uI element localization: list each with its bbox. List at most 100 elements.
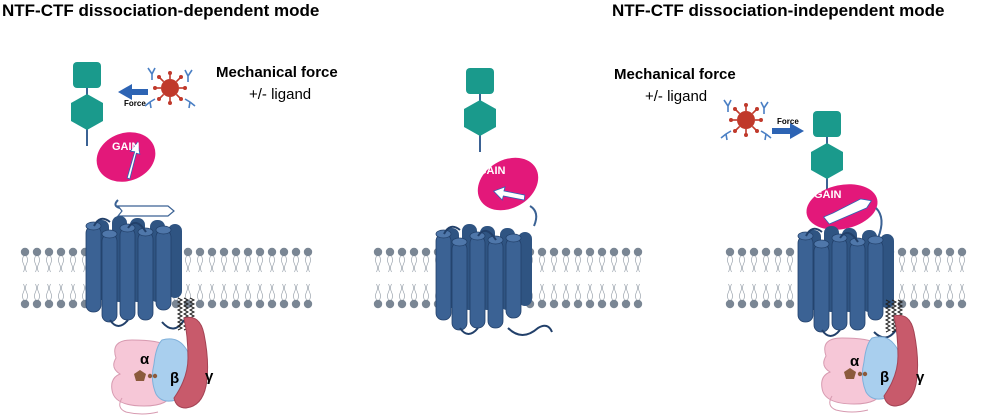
alpha-label-1: α xyxy=(140,351,150,368)
lipid-head-bottom xyxy=(537,283,547,309)
ligand-label-right: +/- ligand xyxy=(645,88,708,105)
lipid-head-top xyxy=(749,247,759,273)
panel-dissociation-dependent: GAIN Force α β γ xyxy=(70,61,214,415)
lipid-head-bottom xyxy=(573,283,583,309)
lipid-head-top xyxy=(785,247,795,273)
lipid-head-bottom xyxy=(385,283,395,309)
lipid-head-top xyxy=(761,247,771,273)
lipid-head-bottom xyxy=(409,283,419,309)
lipid-head-bottom xyxy=(633,283,643,309)
lipid-head-bottom xyxy=(957,283,967,309)
lipid-head-top xyxy=(207,247,217,273)
panel-dissociation-independent: Force GAIN α β γ xyxy=(720,99,925,413)
glycan-chain-3 xyxy=(810,110,844,196)
lipid-head-top xyxy=(291,247,301,273)
lipid-head-top xyxy=(573,247,583,273)
lipid-head-bottom xyxy=(749,283,759,309)
g-protein-1 xyxy=(111,316,209,415)
lipid-head-top xyxy=(44,247,54,273)
lipid-head-top xyxy=(219,247,229,273)
lipid-head-bottom xyxy=(421,283,431,309)
lipid-head-bottom xyxy=(621,283,631,309)
lipid-head-top xyxy=(561,247,571,273)
lipid-head-top xyxy=(621,247,631,273)
gain-domain-1 xyxy=(96,132,156,182)
lipid-head-top xyxy=(725,247,735,273)
lipid-head-bottom xyxy=(373,283,383,309)
lipid-head-top xyxy=(633,247,643,273)
lipid-head-top xyxy=(56,247,66,273)
lipid-head-top xyxy=(243,247,253,273)
lipid-head-bottom xyxy=(909,283,919,309)
lipid-head-bottom xyxy=(773,283,783,309)
lipid-head-top xyxy=(933,247,943,273)
lipid-head-top xyxy=(585,247,595,273)
glycan-chain-2 xyxy=(463,67,497,153)
lipid-head-top xyxy=(737,247,747,273)
beta-label-3: β xyxy=(880,369,889,386)
lipid-head-bottom xyxy=(561,283,571,309)
mechanical-force-label-right: Mechanical force xyxy=(614,66,736,83)
lipid-head-bottom xyxy=(291,283,301,309)
mechanical-force-label-left: Mechanical force xyxy=(216,64,338,81)
lipid-head-top xyxy=(195,247,205,273)
lipid-head-bottom xyxy=(44,283,54,309)
glycan-chain-1 xyxy=(70,61,104,147)
lipid-head-bottom xyxy=(255,283,265,309)
ligand-virus-3 xyxy=(720,99,772,141)
force-arrow-3: Force xyxy=(772,117,804,139)
lipid-head-bottom xyxy=(267,283,277,309)
lipid-head-bottom xyxy=(195,283,205,309)
lipid-head-bottom xyxy=(279,283,289,309)
lipid-head-bottom xyxy=(585,283,595,309)
lipid-head-top xyxy=(397,247,407,273)
lipid-head-bottom xyxy=(32,283,42,309)
lipid-head-bottom xyxy=(725,283,735,309)
stachel-peptide-1 xyxy=(116,205,175,217)
gain-label-3: GAIN xyxy=(814,189,842,201)
lipid-head-top xyxy=(897,247,907,273)
lipid-head-top xyxy=(597,247,607,273)
lipid-head-top xyxy=(68,247,78,273)
lipid-head-top xyxy=(409,247,419,273)
lipid-head-top xyxy=(909,247,919,273)
gain-label-1: GAIN xyxy=(112,141,140,153)
lipid-head-top xyxy=(549,247,559,273)
lipid-head-top xyxy=(609,247,619,273)
gain-domain-2 xyxy=(477,157,539,211)
lipid-head-bottom xyxy=(397,283,407,309)
lipid-head-top xyxy=(267,247,277,273)
gain-domain-3 xyxy=(806,184,878,230)
lipid-head-bottom xyxy=(549,283,559,309)
lipid-head-bottom xyxy=(183,283,193,309)
svg-text:GAIN: GAIN xyxy=(112,141,140,153)
gpcr-receptor-1 xyxy=(85,215,183,327)
svg-text:Force: Force xyxy=(124,99,146,108)
lipid-head-bottom xyxy=(761,283,771,309)
lipid-head-bottom xyxy=(243,283,253,309)
title-right: NTF-CTF dissociation-independent mode xyxy=(612,1,945,20)
lipid-head-bottom xyxy=(921,283,931,309)
lipid-head-top xyxy=(421,247,431,273)
ligand-virus-1 xyxy=(144,67,196,109)
lipid-head-bottom xyxy=(737,283,747,309)
gpcr-receptor-3 xyxy=(797,225,895,337)
lipid-head-top xyxy=(255,247,265,273)
lipid-head-top xyxy=(231,247,241,273)
alpha-label-3: α xyxy=(850,353,860,370)
lipid-head-top xyxy=(32,247,42,273)
lipid-head-bottom xyxy=(303,283,313,309)
lipid-head-top xyxy=(921,247,931,273)
lipid-head-top xyxy=(279,247,289,273)
lipid-head-top xyxy=(373,247,383,273)
g-protein-3 xyxy=(821,314,919,413)
lipid-head-top xyxy=(385,247,395,273)
title-left: NTF-CTF dissociation-dependent mode xyxy=(2,1,320,20)
lipid-head-bottom xyxy=(785,283,795,309)
lipid-head-top xyxy=(183,247,193,273)
lipid-head-top xyxy=(957,247,967,273)
lipid-head-bottom xyxy=(207,283,217,309)
lipid-head-top xyxy=(773,247,783,273)
svg-text:Force: Force xyxy=(777,117,799,126)
